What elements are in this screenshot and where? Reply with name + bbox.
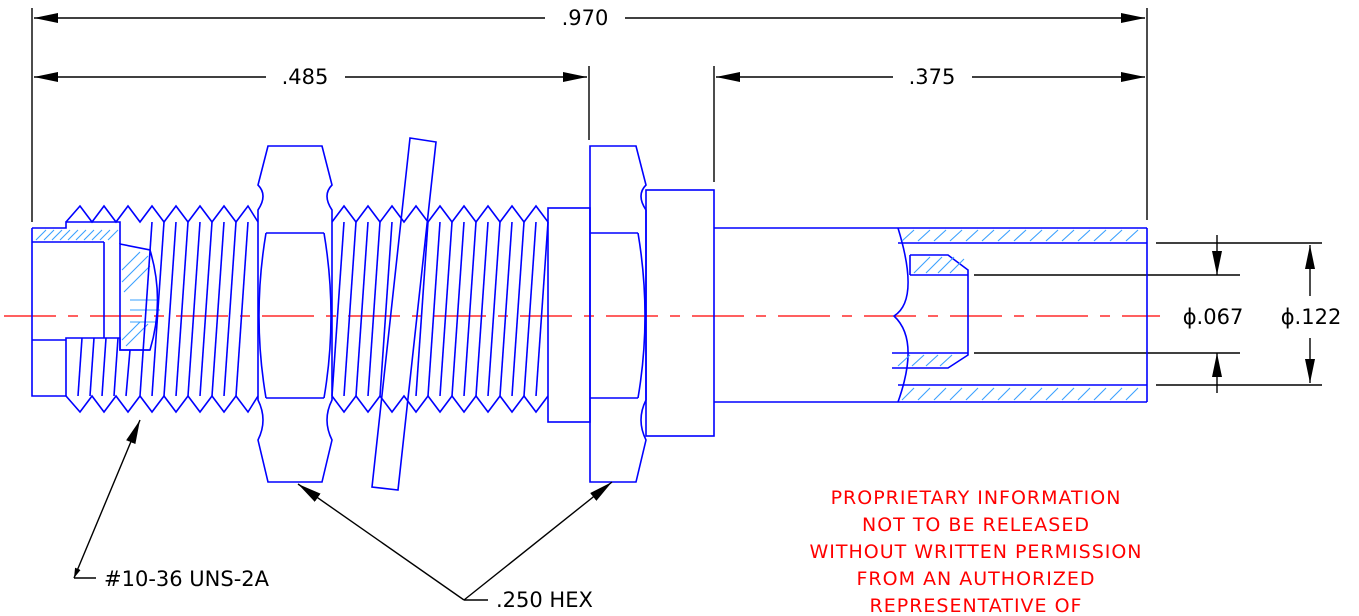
notice-line-1: PROPRIETARY INFORMATION (831, 487, 1122, 509)
dimension-thread-length: .485 (34, 65, 590, 140)
thread-spec-label: #10-36 UNS-2A (104, 567, 270, 591)
notice-line-2: NOT TO BE RELEASED (862, 514, 1090, 536)
hex-callout: .250 HEX (297, 481, 613, 612)
thread-section-middle (331, 204, 549, 414)
dimension-tube-length: .375 (713, 65, 1145, 182)
inner-diameter-label: ϕ.067 (1183, 305, 1244, 329)
hex-body-right (589, 145, 647, 483)
flange (645, 189, 715, 437)
dimension-overall: .970 (31, 6, 1148, 222)
lock-washer (371, 137, 437, 491)
fitting-part (31, 137, 1148, 491)
notice-line-3: WITHOUT WRITTEN PERMISSION (809, 541, 1142, 563)
thread-callout: #10-36 UNS-2A (73, 419, 270, 591)
notice-line-5: REPRESENTATIVE OF (870, 595, 1083, 616)
tube (714, 227, 1148, 403)
thread-length-label: .485 (282, 65, 329, 89)
dimension-diameters: ϕ.067 ϕ.122 (974, 235, 1341, 393)
hex-size-label: .250 HEX (496, 588, 593, 612)
outer-diameter-label: ϕ.122 (1281, 305, 1342, 329)
notice-line-4: FROM AN AUTHORIZED (857, 568, 1096, 590)
collar (547, 207, 591, 423)
tube-length-label: .375 (909, 65, 956, 89)
front-sleeve (31, 221, 160, 397)
hex-nut-left (257, 145, 333, 483)
thread-section-left (65, 204, 259, 414)
proprietary-notice: PROPRIETARY INFORMATION NOT TO BE RELEAS… (809, 487, 1142, 616)
overall-length-label: .970 (562, 6, 609, 30)
